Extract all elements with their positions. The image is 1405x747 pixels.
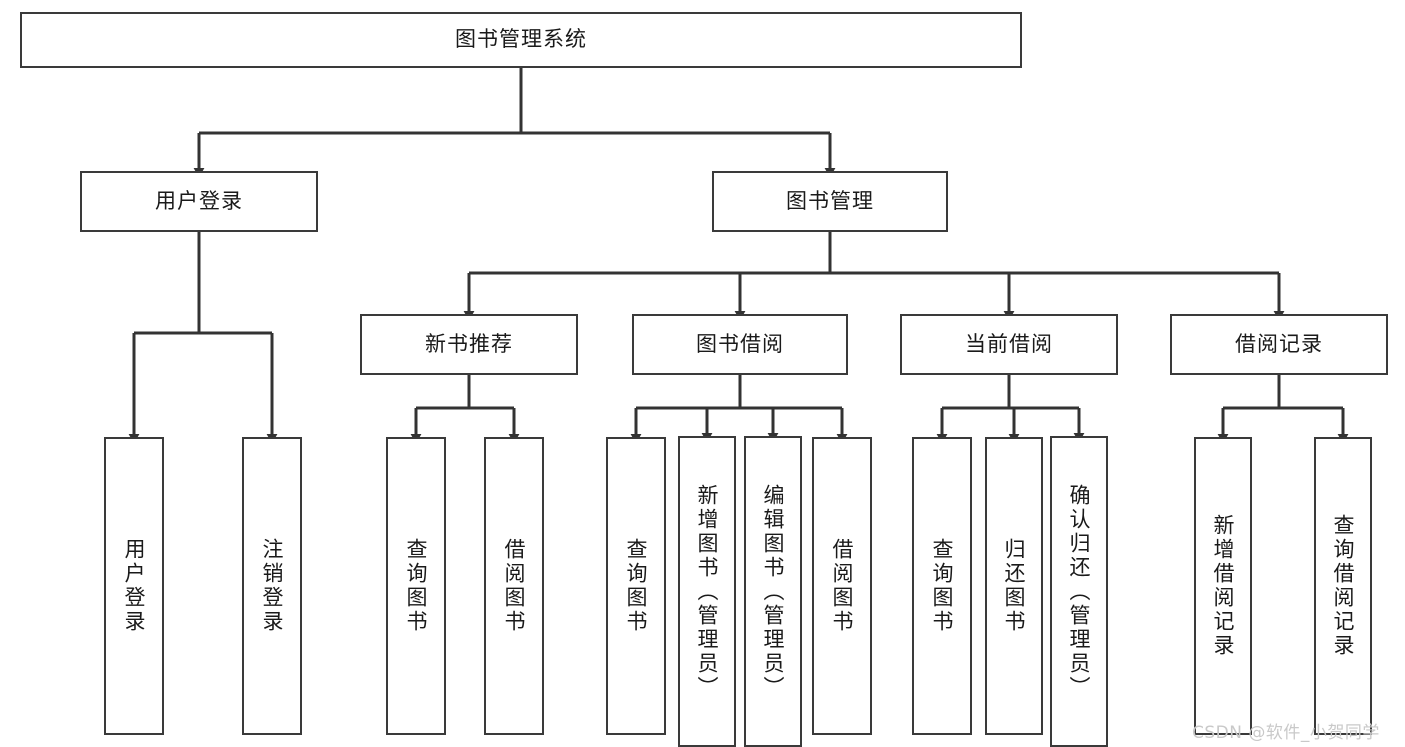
node-label: 查询借阅记录 <box>1331 514 1356 658</box>
node-label: 当前借阅 <box>965 331 1053 356</box>
node-label: 借阅图书 <box>502 538 527 634</box>
node-label: 查询图书 <box>930 538 955 634</box>
node-root[interactable]: 图书管理系统 <box>20 12 1022 68</box>
node-leaf-user-login[interactable]: 用户登录 <box>104 437 164 735</box>
node-book-management[interactable]: 图书管理 <box>712 171 948 232</box>
node-leaf-logout[interactable]: 注销登录 <box>242 437 302 735</box>
node-leaf-query-borrow-record[interactable]: 查询借阅记录 <box>1314 437 1372 735</box>
node-label: 图书管理 <box>786 188 874 213</box>
watermark: CSDN @软件_小贺同学 <box>1192 723 1380 743</box>
node-leaf-query-book-2[interactable]: 查询图书 <box>606 437 666 735</box>
node-label: 新书推荐 <box>425 331 513 356</box>
node-leaf-borrow-book-2[interactable]: 借阅图书 <box>812 437 872 735</box>
node-label: 确认归还（管理员） <box>1067 483 1092 700</box>
node-leaf-edit-book[interactable]: 编辑图书（管理员） <box>744 436 802 747</box>
node-label: 新增图书（管理员） <box>695 483 720 700</box>
node-leaf-query-book-3[interactable]: 查询图书 <box>912 437 972 735</box>
node-new-book-recommend[interactable]: 新书推荐 <box>360 314 578 375</box>
node-borrow-record[interactable]: 借阅记录 <box>1170 314 1388 375</box>
node-label: 归还图书 <box>1002 538 1027 634</box>
node-leaf-add-book[interactable]: 新增图书（管理员） <box>678 436 736 747</box>
node-label: 用户登录 <box>122 538 147 634</box>
node-leaf-query-book-1[interactable]: 查询图书 <box>386 437 446 735</box>
node-leaf-add-borrow-record[interactable]: 新增借阅记录 <box>1194 437 1252 735</box>
node-label: 查询图书 <box>404 538 429 634</box>
node-leaf-borrow-book-1[interactable]: 借阅图书 <box>484 437 544 735</box>
node-label: 编辑图书（管理员） <box>761 483 786 700</box>
node-leaf-return-book[interactable]: 归还图书 <box>985 437 1043 735</box>
node-book-borrow[interactable]: 图书借阅 <box>632 314 848 375</box>
node-label: 注销登录 <box>260 538 285 634</box>
node-label: 查询图书 <box>624 538 649 634</box>
node-user-login[interactable]: 用户登录 <box>80 171 318 232</box>
node-label: 新增借阅记录 <box>1211 514 1236 658</box>
node-label: 图书管理系统 <box>455 27 587 52</box>
node-leaf-confirm-return[interactable]: 确认归还（管理员） <box>1050 436 1108 747</box>
node-current-borrow[interactable]: 当前借阅 <box>900 314 1118 375</box>
node-label: 借阅图书 <box>830 538 855 634</box>
node-label: 用户登录 <box>155 188 243 213</box>
node-label: 借阅记录 <box>1235 331 1323 356</box>
node-label: 图书借阅 <box>696 331 784 356</box>
